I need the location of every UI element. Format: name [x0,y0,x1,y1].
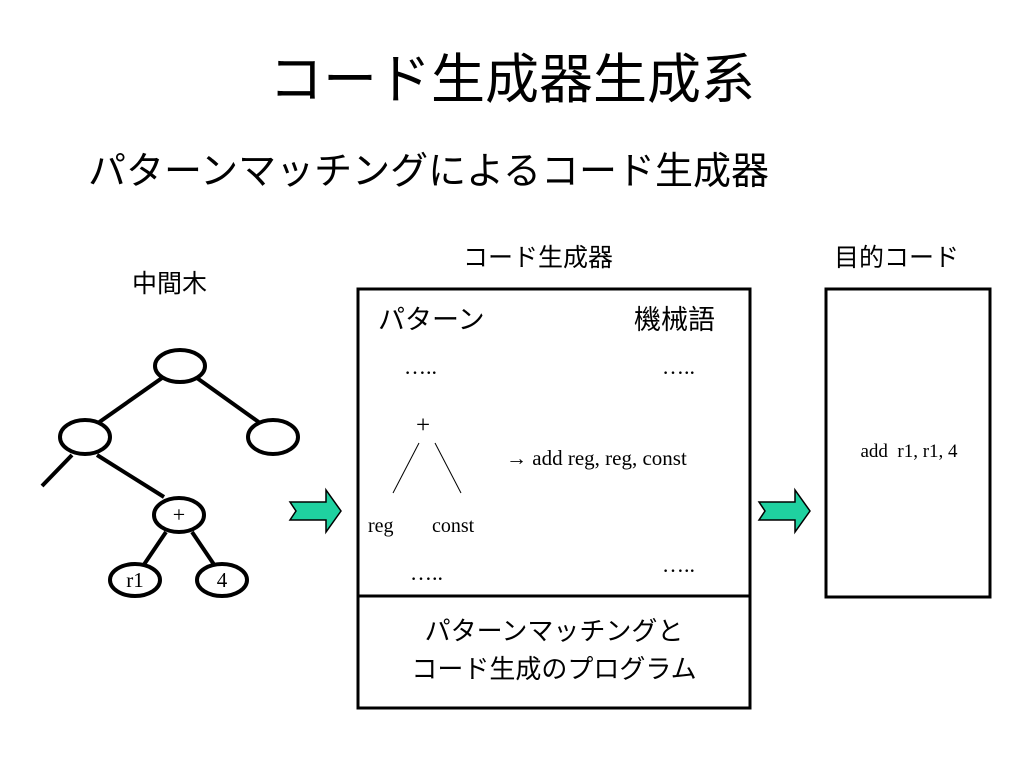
flow-arrow-icon [288,487,342,535]
machine-header: 機械語 [634,305,715,336]
pattern-ellipsis-bottom: ….. [410,560,443,585]
tree-nodes [58,348,300,598]
machine-ellipsis-top: ….. [662,354,695,379]
pattern-op: + [416,412,431,439]
pattern-header: パターン [378,305,485,336]
pattern-edge [392,442,420,494]
program-line-1: パターンマッチングと [424,617,684,647]
machine-ellipsis-bottom: ….. [662,552,695,577]
tree-edges [40,376,262,568]
tree-node-r1 [108,562,162,598]
tree-node-left [58,418,112,456]
generator-label: コード生成器 [463,243,614,272]
slide-title: コード生成器生成系 [269,48,755,111]
generator-program-box [356,594,752,710]
tree-edge [96,376,164,425]
tree-edge [141,530,168,568]
tree-edge [40,453,74,488]
target-code-box [824,287,992,599]
target-code-line: add r1, r1, 4 [860,441,958,462]
rule-output: → add reg, reg, const [506,446,687,470]
program-line-2: コード生成のプログラム [411,655,697,685]
pattern-ellipsis-top: ….. [404,354,437,379]
tree-node-root [153,348,207,384]
tree-edge [190,530,217,568]
slide-subtitle: パターンマッチングによるコード生成器 [88,149,769,193]
tree-leaf-4: 4 [216,568,228,592]
pattern-right: const [432,515,475,537]
tree-label: 中間木 [132,269,208,298]
pattern-edge [434,442,462,494]
pattern-left: reg [368,515,394,537]
tree-plus-text: + [172,502,186,527]
target-label: 目的コード [834,243,960,272]
tree-edge [95,453,166,499]
tree-node-plus [152,496,206,534]
tree-node-right [246,418,300,456]
tree-leaf-r1: r1 [126,568,144,592]
flow-arrow-icon [757,487,811,535]
tree-node-4 [195,562,249,598]
pattern-edges [392,442,462,494]
tree-edge [195,376,262,425]
